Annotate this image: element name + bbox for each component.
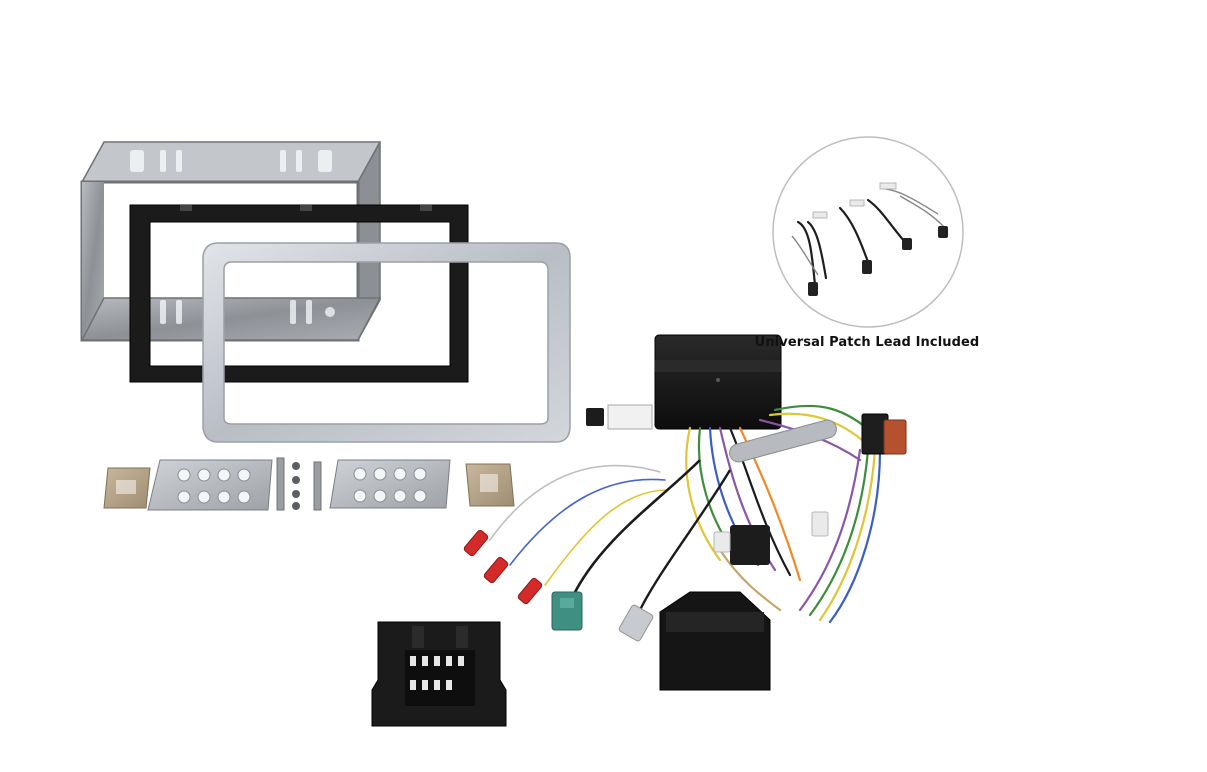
patch-lead-inset [772,136,964,328]
mounting-brackets [103,457,515,511]
inner-black-frame [129,204,469,383]
metal-cage [80,141,382,342]
silver-fascia-panel [202,242,571,443]
inset-caption: Universal Patch Lead Included [754,335,980,350]
loose-vehicle-connector [371,621,507,727]
wiring-harness [463,334,907,691]
